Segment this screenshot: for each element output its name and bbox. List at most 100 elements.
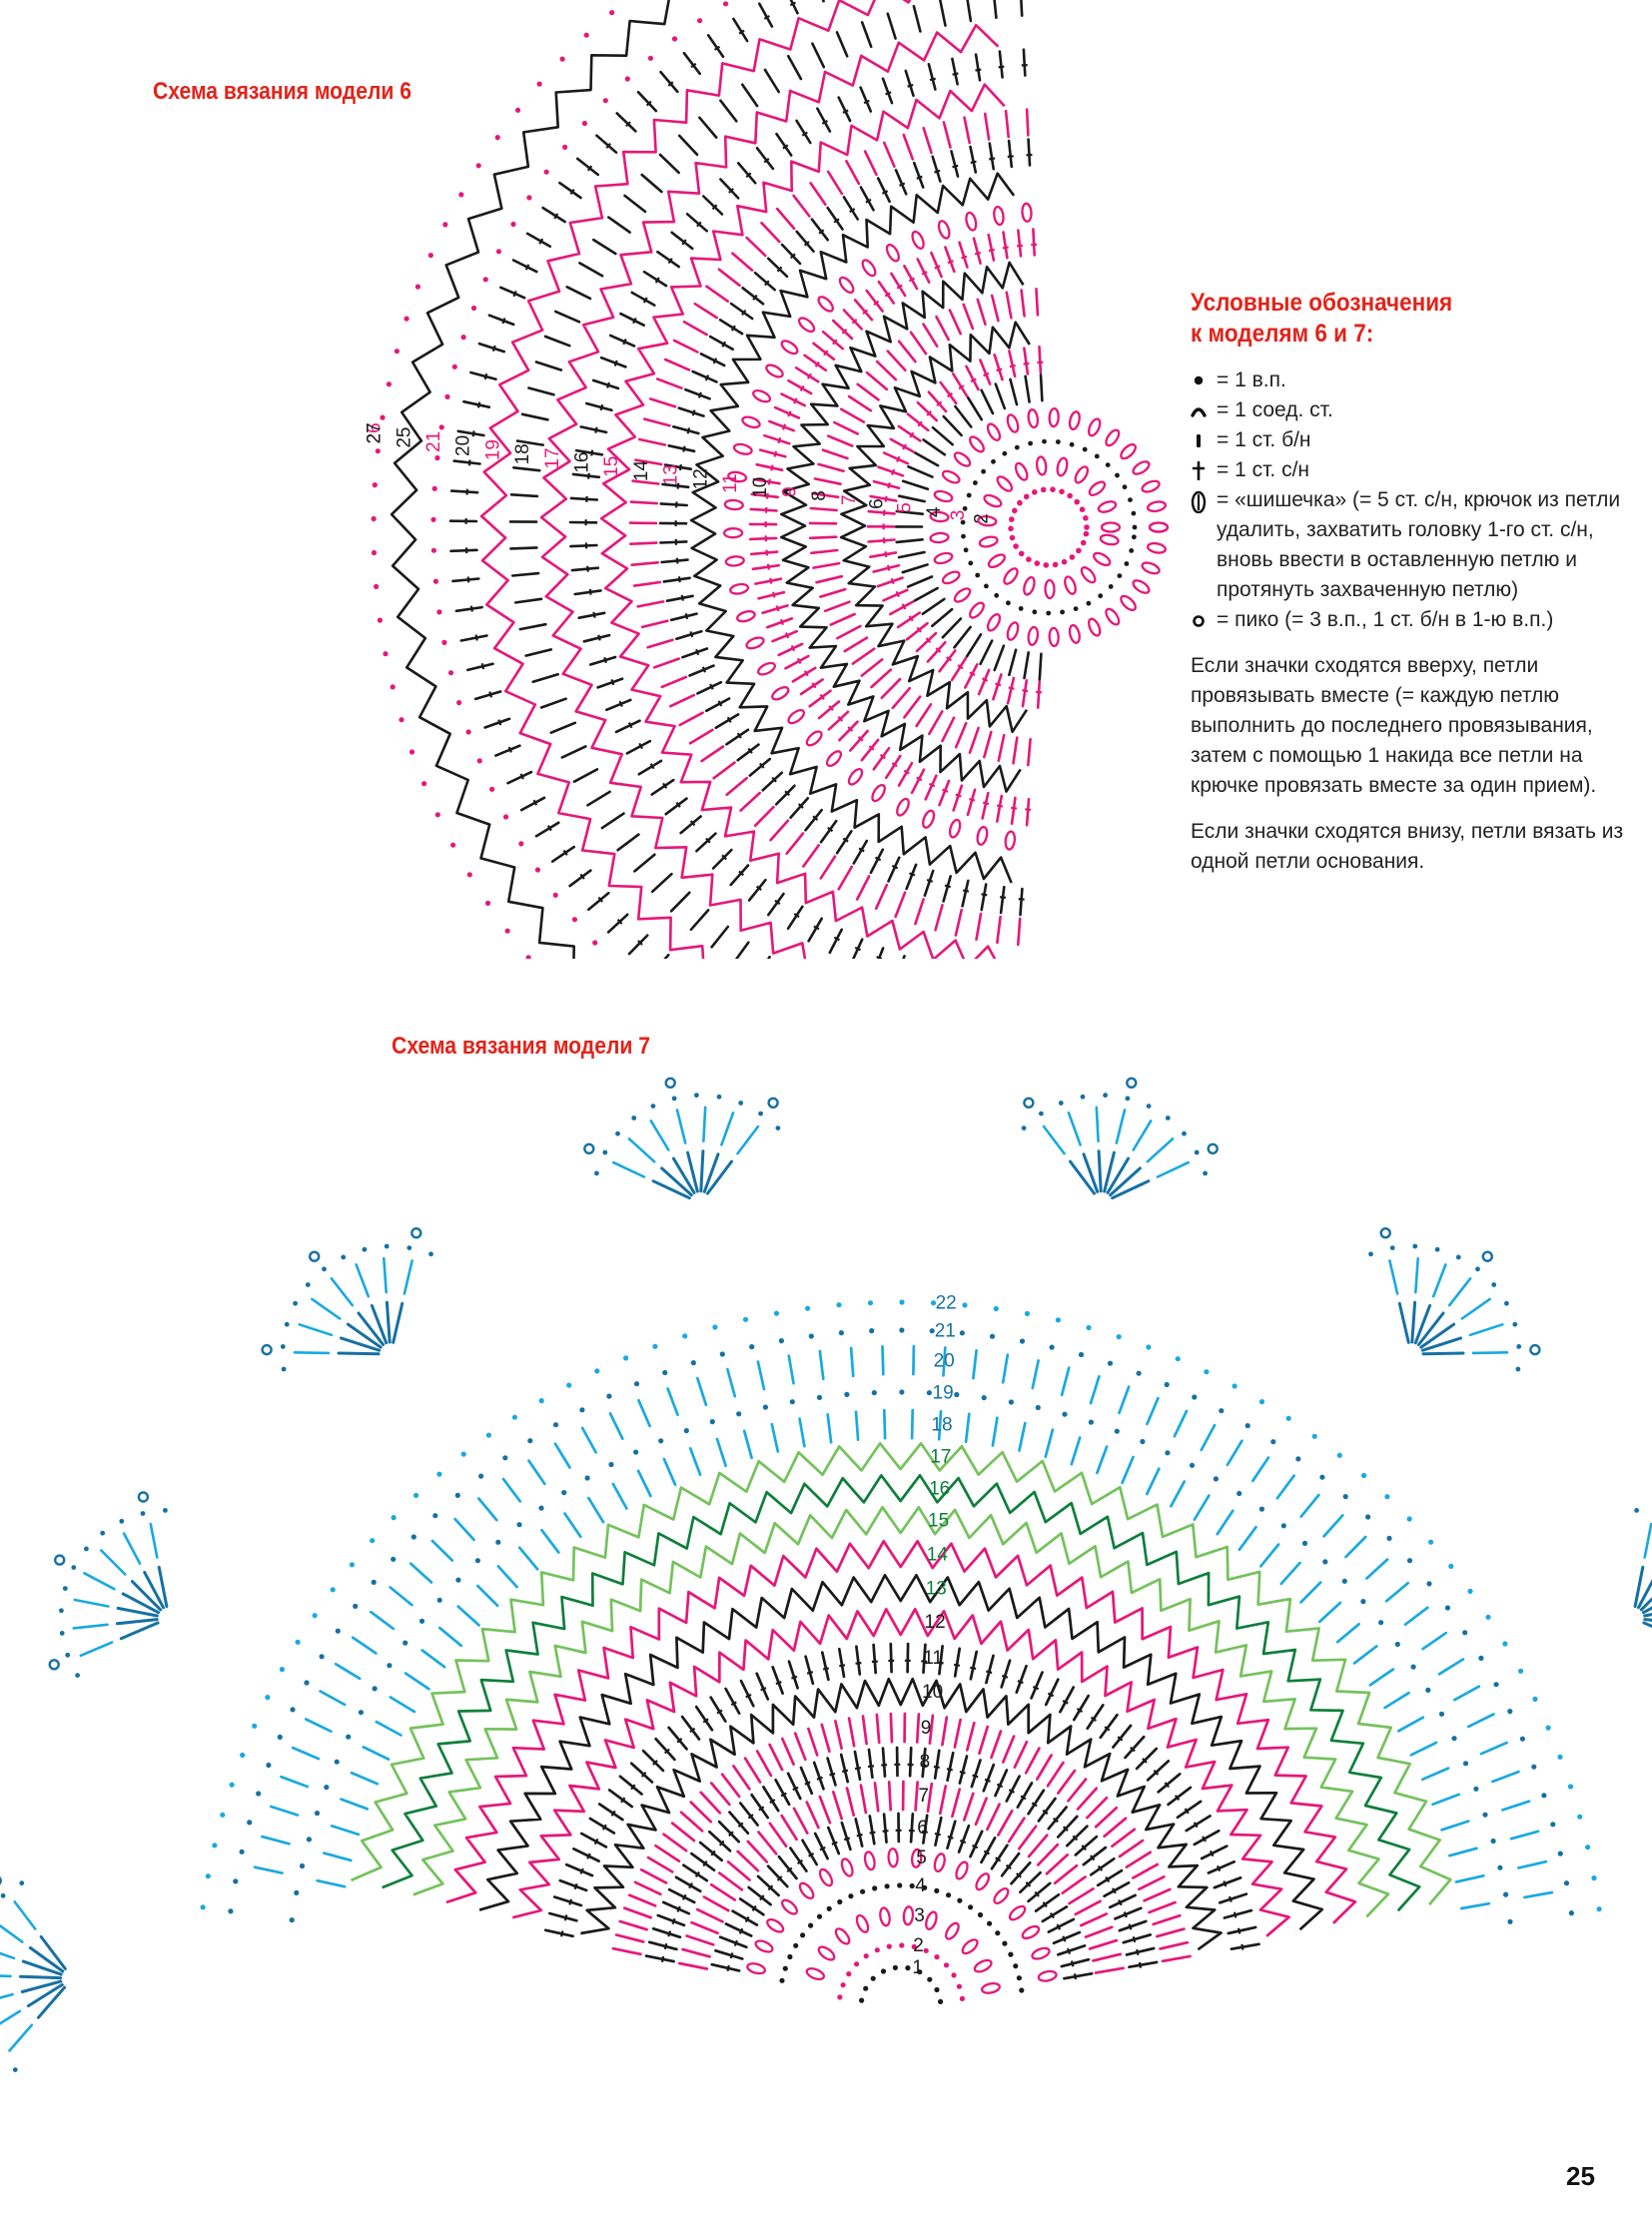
chain-dot [1386,1535,1392,1541]
stitch-mark [834,1720,843,1751]
fan-stitch [130,1580,163,1612]
stitch-mark [876,576,904,588]
fan-stitch [1414,1256,1419,1294]
stitch-cross [1136,1948,1140,1955]
stitch-mark [942,414,963,437]
chain-dot [1473,1786,1479,1792]
stitch-cross [471,430,475,437]
stitch-cross [839,1664,846,1668]
chain-dot [1009,516,1015,522]
stitch-mark [941,1716,949,1747]
bobble-mark [1048,406,1060,428]
stitch-cross [854,946,861,952]
stitch-mark [1005,291,1013,320]
stitch-mark [606,913,629,934]
stitch-cross [936,400,943,407]
chain-dot [335,1628,341,1634]
stitch-mark [651,1926,682,1939]
fan-stitch [293,1351,331,1355]
fan-stitch [651,1179,691,1200]
chain-dot [346,1734,352,1740]
stitch-cross [1022,689,1029,693]
fan-stitch [686,1150,699,1193]
chain-dot [1129,548,1135,553]
stitch-cross [1008,686,1015,690]
stitch-cross [1193,1822,1199,1829]
chain-dot [1189,1462,1196,1468]
stitch-mark [739,1679,755,1708]
stitch-mark [677,406,705,417]
stitch-cross [806,372,812,379]
stitch-mark [1466,1713,1495,1729]
stitch-mark [679,815,702,835]
chain-dot [1585,1845,1591,1850]
stitch-mark [656,1913,686,1927]
stitch-mark [882,1813,888,1844]
stitch-cross [790,645,796,652]
stitch-mark [519,796,546,812]
stitch-mark [851,938,864,959]
stitch-mark [922,323,939,349]
chain-dot [1438,1711,1445,1717]
stitch-mark [1061,1875,1087,1895]
stitch-cross [488,691,493,698]
chain-dot [436,609,442,615]
stitch-cross [1128,1923,1133,1930]
stitch-cross [721,341,727,348]
stitch-mark [618,1775,643,1796]
stitch-mark [856,382,880,401]
chain-dot [1122,484,1128,490]
chain-dot [1002,1940,1008,1946]
stitch-cross [532,799,538,806]
stitch-mark [1118,1919,1148,1932]
stitch-mark [698,1841,724,1862]
stitch-mark [865,289,884,313]
legend-heading-2: к моделям 6 и 7: [1191,320,1374,348]
chain-dot [981,1395,987,1401]
chain-dot [75,1673,80,1678]
chain-dot [414,284,420,290]
fan-stitch [1042,1124,1066,1155]
bobble-mark [1064,575,1077,595]
fan-stitch [1639,1597,1652,1612]
chain-dot [899,1389,905,1395]
bobble-mark [922,809,936,829]
chain-dot [299,1862,306,1869]
stitch-mark [820,1723,831,1754]
chain-dot [1080,1094,1086,1100]
stitch-mark [998,50,1004,79]
chain-dot [608,1461,614,1468]
stitch-cross [801,131,808,137]
stitch-cross [1202,1836,1207,1843]
stitch-mark [552,1895,583,1907]
stitch-mark [953,1718,962,1749]
fan-stitch [382,1256,389,1294]
stitch-mark [912,4,922,33]
stitch-cross [480,663,485,670]
legend-item-text: = 1 ст. б/н [1217,428,1311,451]
stitch-mark [853,299,874,322]
stitch-mark [872,746,891,771]
stitch-mark [1143,1887,1172,1902]
chain-dot [427,253,433,259]
picot-mark [261,1343,273,1356]
stitch-cross [821,120,829,125]
chain-dot [1013,543,1019,549]
stitch-cross [942,788,949,793]
stitch-mark [1132,1862,1160,1879]
bobble-mark [805,730,823,747]
chain-dot [837,1994,843,2000]
stitch-cross [837,715,844,722]
chain-dot [294,1889,300,1895]
stitch-mark [1038,345,1043,374]
stitch-mark [1146,1396,1160,1426]
stitch-mark [1007,1817,1026,1844]
stitch-mark [619,312,646,328]
stitch-mark [642,270,668,288]
fan-stitch [1388,1259,1399,1295]
stitch-mark [700,745,725,763]
fan-stitch [36,1985,67,2019]
chain-dot [1076,547,1082,554]
stitch-mark [839,407,866,423]
stitch-mark [731,252,754,272]
